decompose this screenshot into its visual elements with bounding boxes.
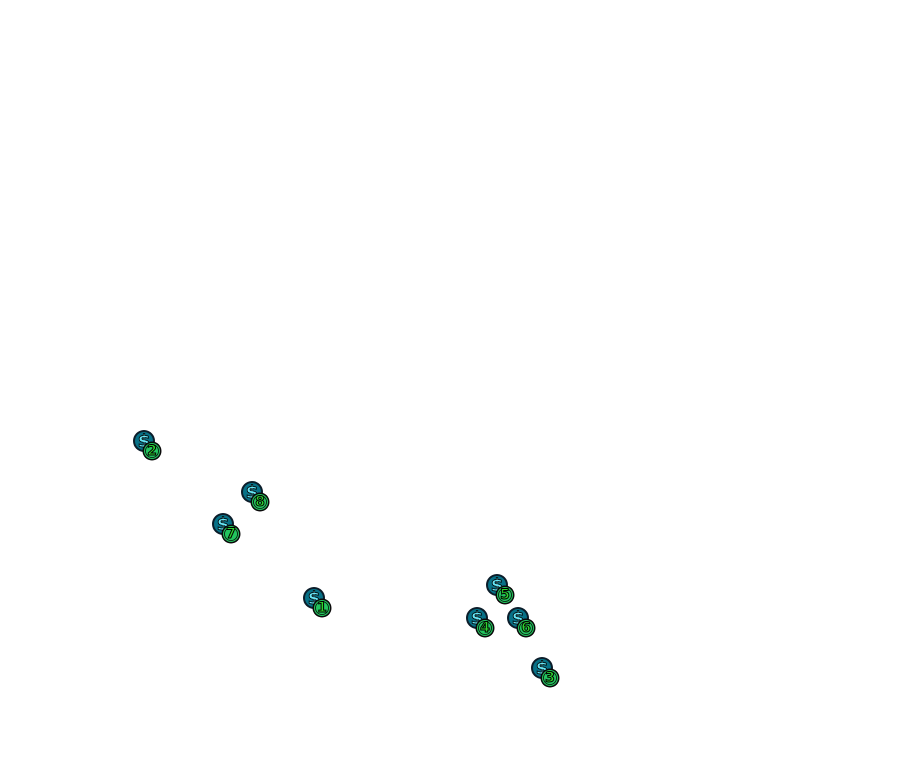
number-badge-icon	[516, 618, 536, 638]
map-marker-3[interactable]: $ 3	[530, 656, 570, 692]
map-marker-5[interactable]: $ 5	[485, 573, 525, 609]
number-badge-icon	[142, 441, 162, 461]
map-marker-4[interactable]: $ 4	[465, 606, 505, 642]
number-badge-icon	[495, 585, 515, 605]
map-marker-8[interactable]: $ 8	[240, 480, 280, 516]
number-badge-icon	[475, 618, 495, 638]
number-badge-icon	[540, 668, 560, 688]
number-badge-icon	[312, 598, 332, 618]
number-badge-icon	[221, 524, 241, 544]
map-marker-6[interactable]: $ 6	[506, 606, 546, 642]
number-badge-icon	[250, 492, 270, 512]
map-marker-2[interactable]: $ 2	[132, 429, 172, 465]
map-marker-7[interactable]: $ 7	[211, 512, 251, 548]
map-marker-1[interactable]: $ 1	[302, 586, 342, 622]
